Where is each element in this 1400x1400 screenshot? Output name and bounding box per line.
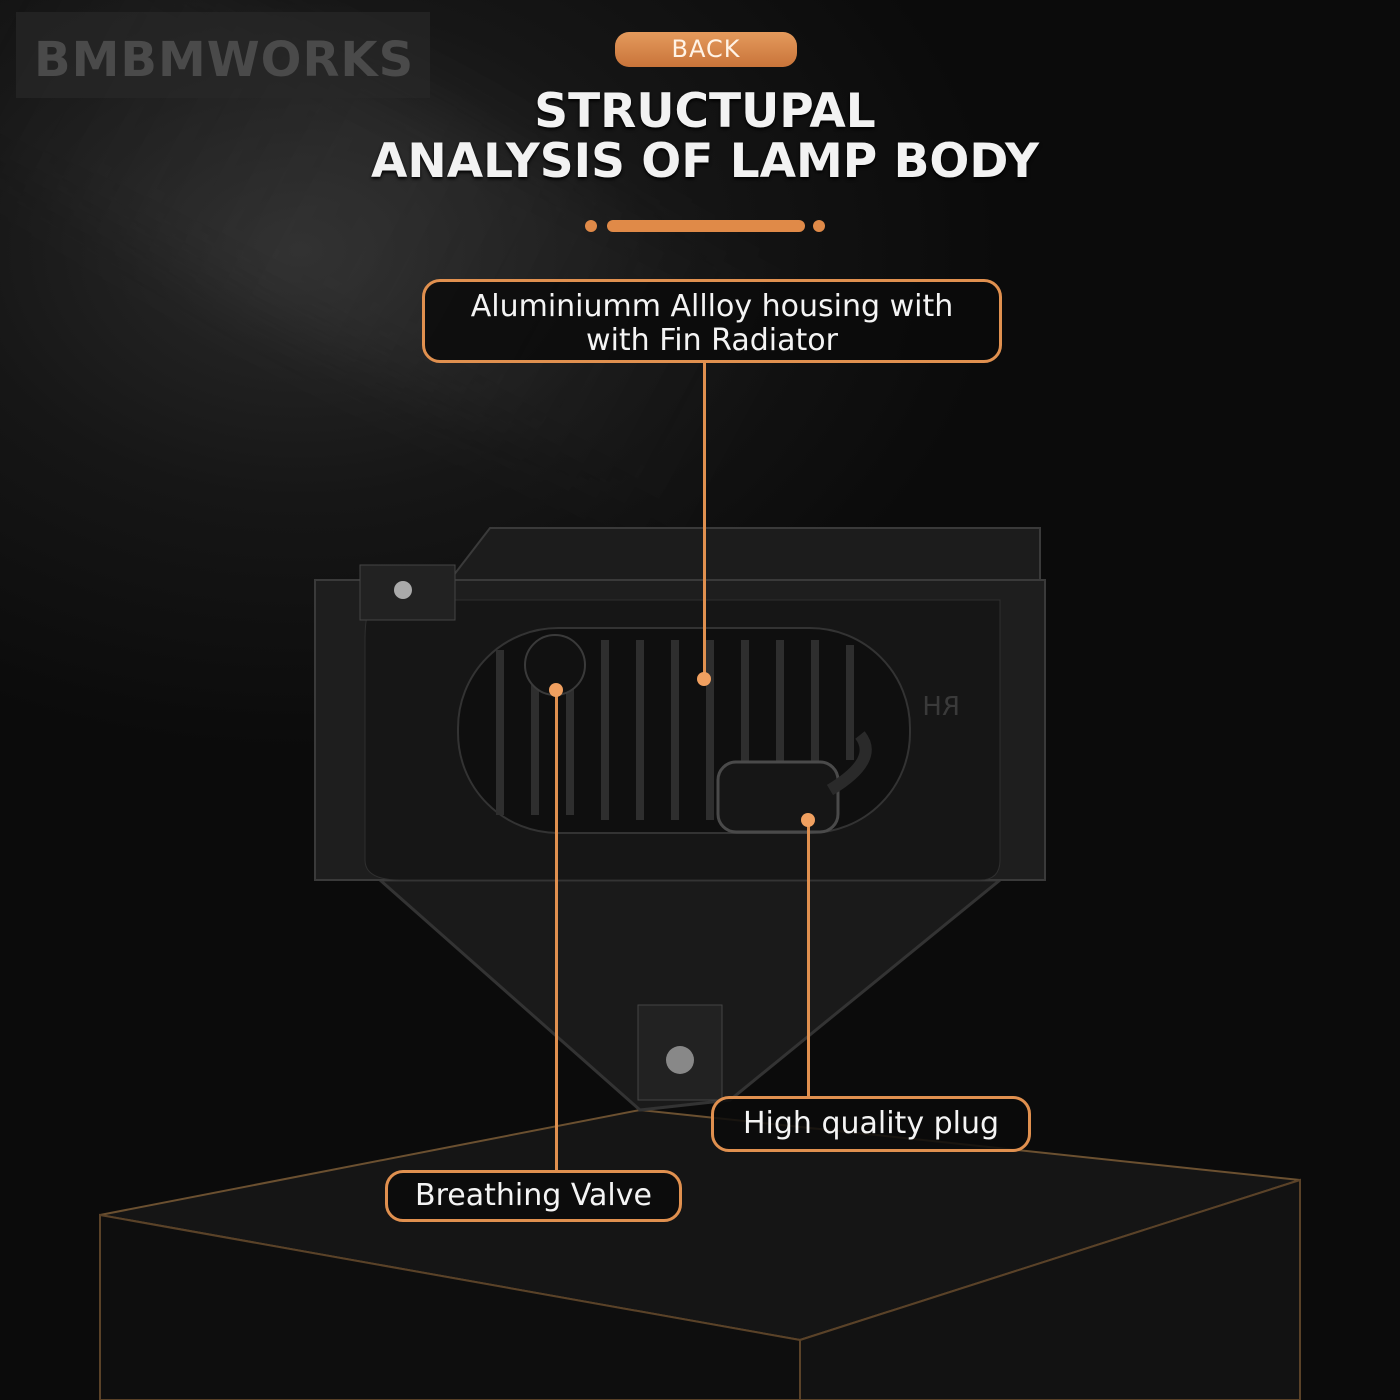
leader-dot-valve: [549, 683, 563, 697]
leader-dot-plug: [801, 813, 815, 827]
leader-dot-housing: [697, 672, 711, 686]
housing-marking: RH: [922, 692, 960, 722]
callout-housing-line1: Aluminiumm Allloy housing with: [470, 289, 954, 324]
screw: [394, 581, 412, 599]
pedestal-side: [799, 1178, 1301, 1400]
back-button[interactable]: BACK: [615, 32, 797, 67]
callout-valve-label: Breathing Valve: [415, 1178, 652, 1213]
callout-housing-line2: with Fin Radiator: [586, 323, 838, 358]
divider-bar: [607, 220, 805, 232]
pedestal-front: [99, 1213, 801, 1400]
callout-plug-label: High quality plug: [742, 1106, 1000, 1141]
mount-bolt: [666, 1046, 694, 1074]
plug-connector: [716, 760, 840, 834]
page-title-line1: STRUCTUPAL: [534, 84, 876, 139]
callout-plug: High quality plug: [711, 1096, 1031, 1152]
callout-breathing-valve: Breathing Valve: [385, 1170, 682, 1222]
divider-dot-left: [585, 220, 597, 232]
leader-line-valve: [555, 690, 558, 1170]
leader-line-plug: [807, 820, 810, 1097]
watermark-logo: BMBMWORKS: [16, 12, 430, 98]
watermark-text: BMBMWORKS: [34, 32, 415, 88]
divider-dot-right: [813, 220, 825, 232]
page-title-line2: ANALYSIS OF LAMP BODY: [370, 134, 1040, 189]
leader-line-housing: [703, 363, 706, 679]
callout-housing: Aluminiumm Allloy housing with with Fin …: [422, 279, 1002, 363]
